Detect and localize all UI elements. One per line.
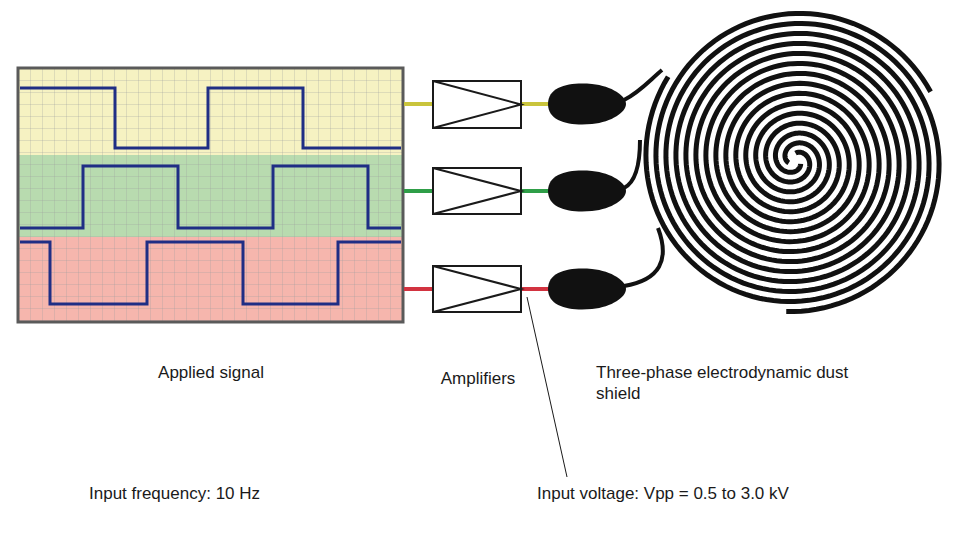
wave-phase-3 xyxy=(20,242,401,304)
amplifier-caption: Amplifiers xyxy=(418,368,538,389)
scope-frame xyxy=(18,68,403,322)
amplifier-box xyxy=(433,168,521,214)
wire-yellow-out xyxy=(521,102,550,106)
amplifier-triangle xyxy=(433,266,521,312)
wave-phase-1 xyxy=(20,88,401,148)
wire-red-out xyxy=(521,287,550,291)
leader-line xyxy=(527,297,567,477)
panel-caption: Applied signal xyxy=(111,362,311,383)
shield-caption: Three-phase electrodynamic dust shield xyxy=(596,362,866,404)
wire-yellow-in xyxy=(404,102,433,106)
signal-wires xyxy=(404,104,550,289)
amplifier-box xyxy=(433,81,521,128)
amplifier-box xyxy=(433,266,521,312)
wire-green-out xyxy=(521,189,550,193)
connector-blob xyxy=(548,269,626,310)
electrode-lead xyxy=(624,228,663,286)
voltage-note: Input voltage: Vpp = 0.5 to 3.0 kV xyxy=(537,483,917,504)
amplifier-triangle xyxy=(433,81,521,128)
connector-blobs xyxy=(548,84,626,310)
electrode-lead xyxy=(624,140,640,188)
spiral-electrodes xyxy=(646,13,939,311)
wave-phase-2 xyxy=(20,166,401,228)
scope-grid xyxy=(18,68,403,322)
amplifier-triangle xyxy=(433,168,521,214)
wire-red-in xyxy=(404,287,433,291)
frequency-note: Input frequency: 10 Hz xyxy=(89,483,349,504)
connector-blob xyxy=(548,171,626,212)
wire-green-in xyxy=(404,189,433,193)
amplifier-symbols xyxy=(433,81,521,312)
connector-blob xyxy=(548,84,626,125)
spiral-arm xyxy=(646,33,929,301)
square-waves xyxy=(20,88,401,304)
